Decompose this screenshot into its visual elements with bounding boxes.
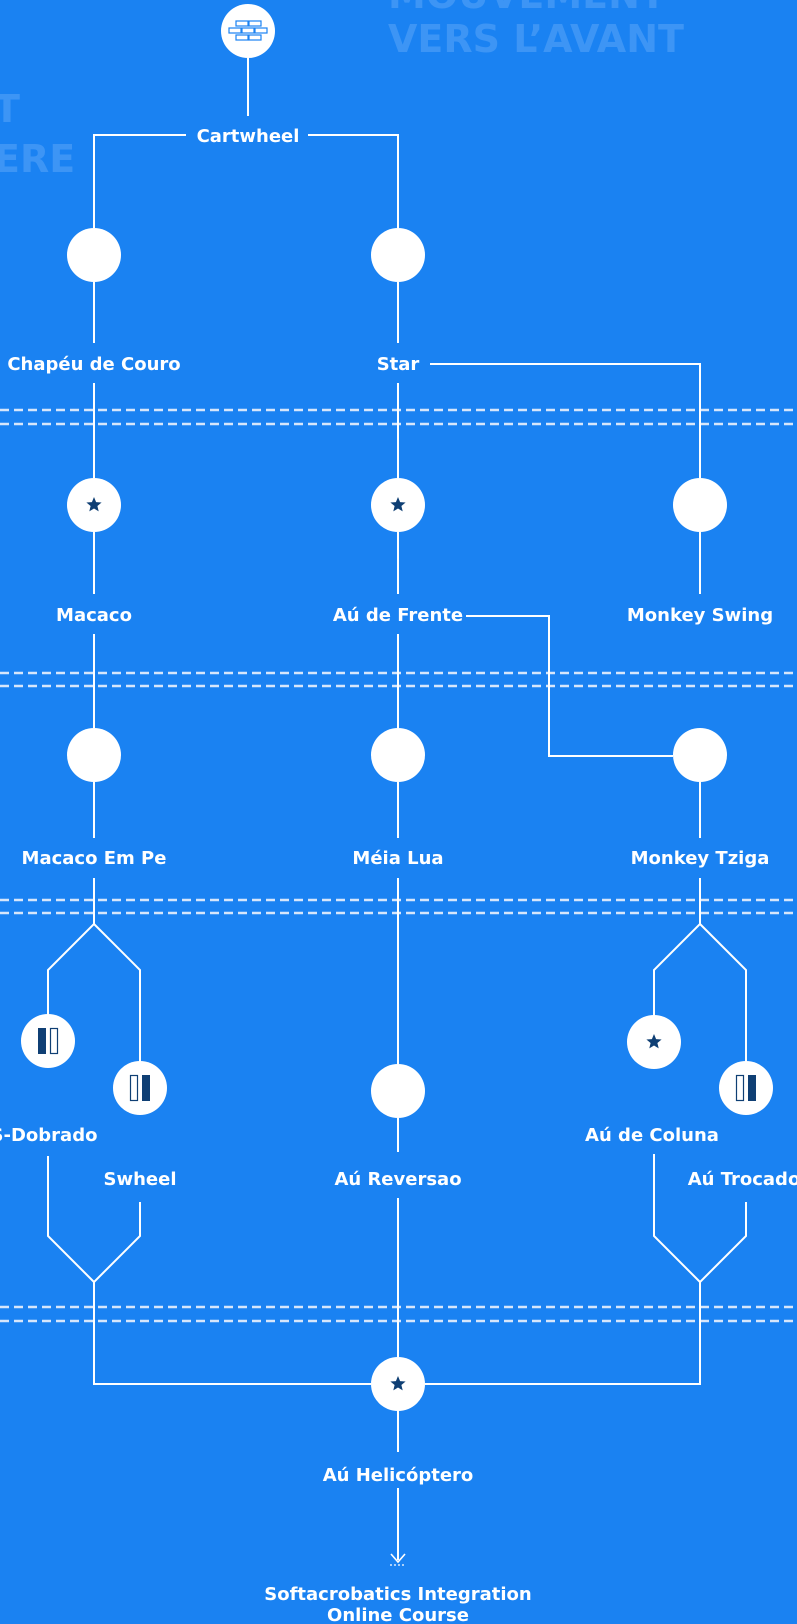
label-macaco-em-pe: Macaco Em Pe bbox=[22, 848, 167, 869]
au-de-frente-node[interactable] bbox=[371, 478, 425, 532]
s-dobrado-node[interactable] bbox=[21, 1014, 75, 1068]
half-bar-left-icon bbox=[38, 1027, 59, 1055]
macaco-em-pe-node[interactable] bbox=[67, 728, 121, 782]
swheel-node[interactable] bbox=[113, 1061, 167, 1115]
meia-lua-node[interactable] bbox=[371, 728, 425, 782]
left-fragment-line1: T bbox=[0, 87, 20, 131]
label-au-helicoptero: Aú Helicóptero bbox=[323, 1465, 474, 1486]
label-monkey-tziga: Monkey Tziga bbox=[631, 848, 770, 869]
label-au-de-coluna: Aú de Coluna bbox=[585, 1125, 719, 1146]
header-title-line2: VERS L’AVANT bbox=[388, 17, 684, 61]
connector-left-branch-a bbox=[47, 878, 95, 1040]
label-monkey-swing: Monkey Swing bbox=[627, 605, 773, 626]
label-au-reversao: Aú Reversao bbox=[334, 1169, 461, 1190]
label-macaco: Macaco bbox=[56, 605, 132, 626]
arrow-down-icon bbox=[390, 1553, 406, 1564]
connector-right-merge-a bbox=[653, 1154, 701, 1283]
connector-cartwheel-star bbox=[308, 134, 399, 228]
left-fragment-line2: ERE bbox=[0, 137, 75, 181]
root-node-circle bbox=[221, 4, 275, 58]
wall-bricks-icon bbox=[228, 20, 268, 41]
connector-right-branch-a bbox=[653, 878, 701, 1040]
monkey-tziga-node[interactable] bbox=[673, 728, 727, 782]
connector-left-branch-b bbox=[93, 923, 141, 1088]
connector-aufrente-monkeytziga bbox=[466, 615, 673, 757]
header-title-line1: MOUVEMENT bbox=[388, 0, 666, 17]
connector-left-merge-a bbox=[47, 1156, 95, 1283]
monkey-swing-node[interactable] bbox=[673, 478, 727, 532]
connector-cartwheel-chapeu bbox=[93, 134, 186, 228]
label-star: Star bbox=[377, 354, 420, 375]
connector-right-merge-b bbox=[425, 1202, 747, 1385]
connector-left-merge-b bbox=[93, 1202, 371, 1385]
connector-star-monkeyswing bbox=[430, 363, 701, 478]
au-reversao-node[interactable] bbox=[371, 1064, 425, 1118]
label-au-de-frente: Aú de Frente bbox=[333, 605, 463, 626]
au-de-coluna-node[interactable] bbox=[627, 1015, 681, 1069]
label-s-dobrado: S-Dobrado bbox=[0, 1125, 97, 1146]
macaco-node[interactable] bbox=[67, 478, 121, 532]
label-swheel: Swheel bbox=[104, 1169, 177, 1190]
chapeu-node[interactable] bbox=[67, 228, 121, 282]
connector-right-branch-b bbox=[699, 923, 747, 1062]
star-icon bbox=[86, 497, 102, 512]
label-chapeu-de-couro: Chapéu de Couro bbox=[7, 354, 180, 375]
footer-line1: Softacrobatics Integration bbox=[264, 1584, 531, 1605]
connectors bbox=[47, 58, 747, 1560]
footer-line2: Online Course bbox=[327, 1605, 469, 1624]
label-au-trocado: Aú Trocado bbox=[688, 1169, 797, 1190]
label-cartwheel: Cartwheel bbox=[197, 126, 300, 147]
star-icon bbox=[390, 1376, 406, 1391]
au-trocado-node[interactable] bbox=[719, 1061, 773, 1115]
root-node bbox=[221, 4, 275, 58]
star-icon bbox=[646, 1034, 662, 1049]
half-bar-right-icon bbox=[129, 1074, 150, 1102]
star-node[interactable] bbox=[371, 228, 425, 282]
star-icon bbox=[390, 497, 406, 512]
au-helicoptero-node[interactable] bbox=[371, 1357, 425, 1411]
half-bar-right-icon bbox=[735, 1074, 756, 1102]
label-meia-lua: Méia Lua bbox=[352, 848, 443, 869]
